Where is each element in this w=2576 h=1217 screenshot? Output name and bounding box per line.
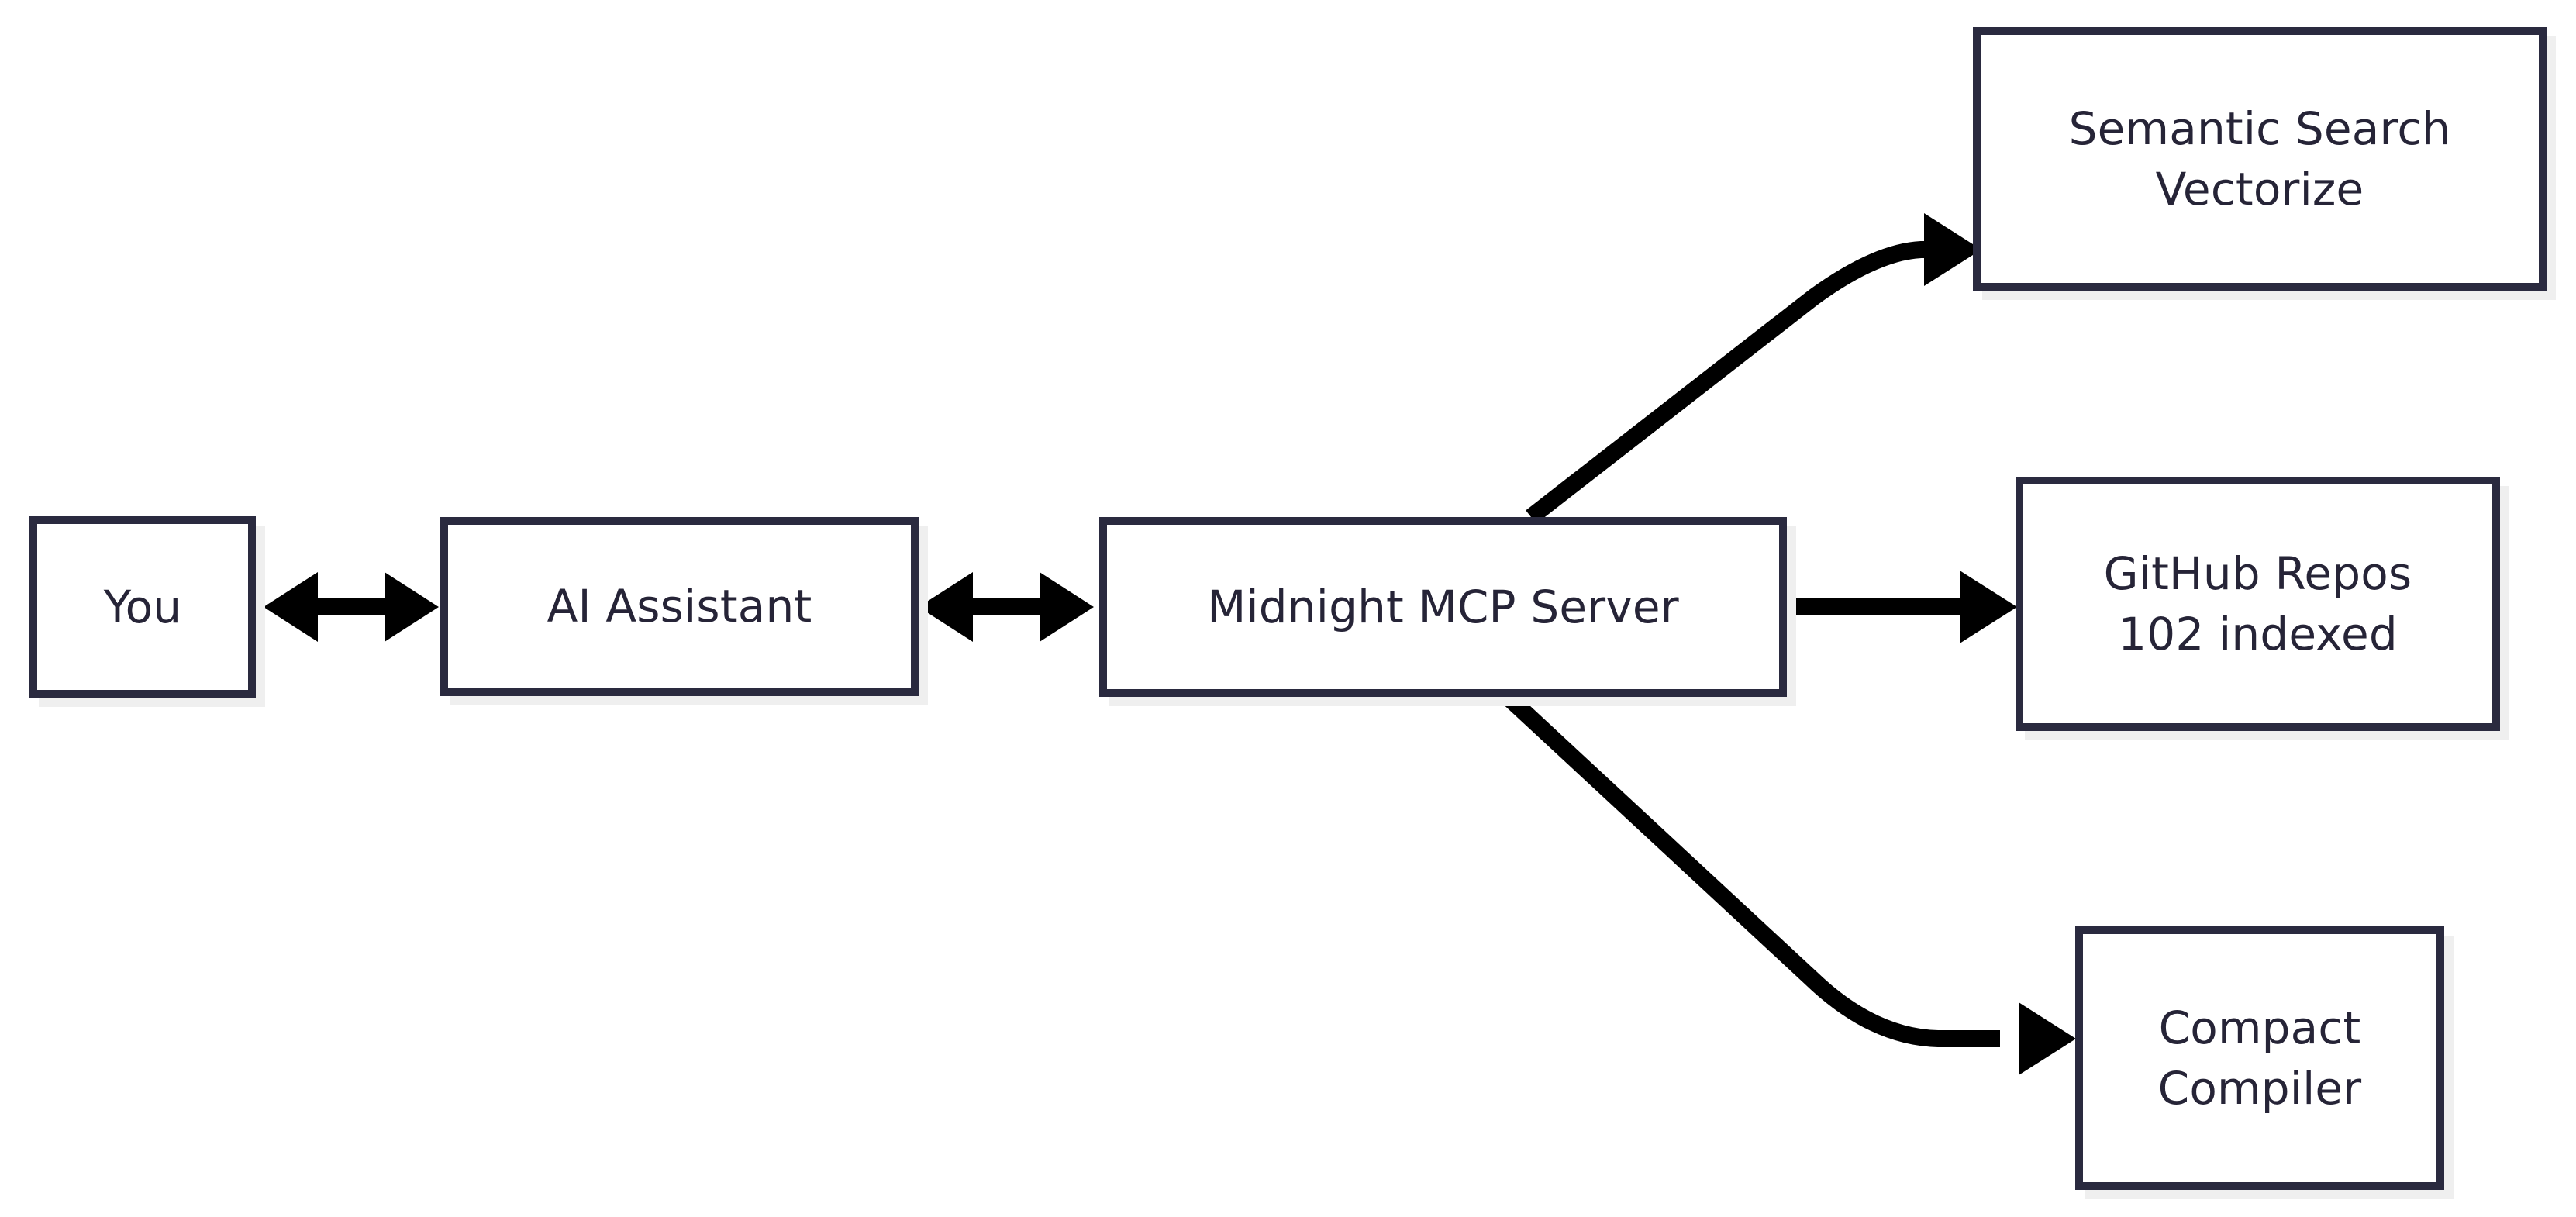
node-github-repos-label-line1: GitHub Repos — [2103, 546, 2412, 600]
arrowhead-right — [385, 572, 439, 642]
node-you[interactable]: You — [29, 516, 256, 698]
node-github-repos-label-line2: 102 indexed — [2118, 608, 2398, 660]
edge-you-ai-assistant — [264, 572, 439, 642]
arrowhead-right — [2019, 1002, 2076, 1075]
node-github-repos[interactable]: GitHub Repos 102 indexed — [2016, 477, 2500, 731]
edge-curve — [1526, 241, 1938, 524]
node-semantic-search-label-line2: Vectorize — [2155, 163, 2364, 215]
node-ai-assistant-label-line1: AI Assistant — [547, 580, 812, 633]
node-semantic-search[interactable]: Semantic Search Vectorize — [1973, 27, 2547, 291]
edge-mcp-server-github-repos — [1787, 571, 2017, 643]
edge-shaft — [1787, 598, 1973, 615]
arrowhead-right — [1924, 213, 1981, 286]
edge-ai-assistant-mcp-server — [919, 572, 1094, 642]
node-compact-compiler-label-line2: Compiler — [2157, 1062, 2362, 1115]
node-you-label-line1: You — [103, 580, 182, 633]
node-midnight-mcp-server[interactable]: Midnight MCP Server — [1099, 517, 1787, 697]
node-compact-compiler[interactable]: Compact Compiler — [2075, 926, 2444, 1190]
edge-curve — [1502, 690, 2000, 1047]
arrowhead-left — [919, 572, 973, 642]
arrowhead-left — [264, 572, 318, 642]
node-compact-compiler-label-line1: Compact — [2158, 1001, 2361, 1054]
edge-shaft — [310, 598, 394, 615]
node-midnight-mcp-server-label-line1: Midnight MCP Server — [1207, 580, 1679, 633]
edge-mcp-server-compact-compiler — [1502, 690, 2076, 1075]
arrowhead-right — [1040, 572, 1094, 642]
arrowhead-right — [1960, 571, 2017, 643]
edge-mcp-server-semantic-search — [1526, 213, 1981, 524]
node-ai-assistant[interactable]: AI Assistant — [440, 517, 919, 696]
node-semantic-search-label-line1: Semantic Search — [2068, 102, 2451, 155]
edge-shaft — [965, 598, 1049, 615]
